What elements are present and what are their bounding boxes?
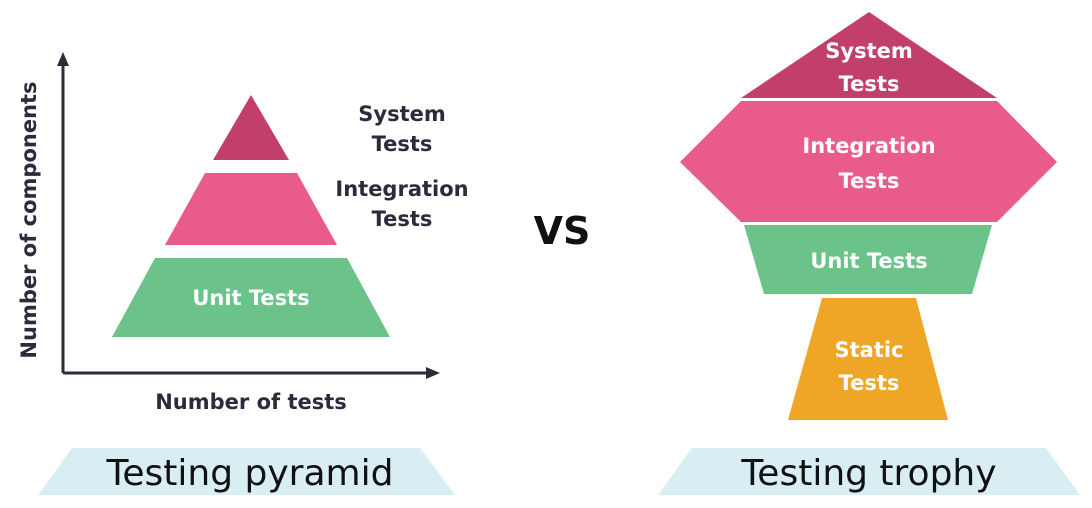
- pyramid-system-layer: [213, 95, 289, 160]
- trophy-static-label-1: Static: [834, 338, 903, 362]
- vs-label: VS: [534, 209, 591, 253]
- trophy-banner: [658, 448, 1080, 495]
- trophy-static-layer: [788, 298, 948, 420]
- trophy-integration-label-2: Tests: [839, 169, 900, 193]
- trophy-system-layer: [741, 12, 997, 98]
- pyramid-axes: [57, 52, 440, 379]
- trophy-system-label-1: System: [825, 39, 912, 63]
- trophy-static-label-2: Tests: [839, 371, 900, 395]
- trophy-integration-layer: [680, 101, 1057, 222]
- pyramid-unit-layer: [112, 258, 390, 337]
- pyramid-banner: [38, 448, 455, 495]
- y-axis-label: Number of components: [17, 81, 41, 358]
- pyramid-title: Testing pyramid: [106, 453, 394, 494]
- x-axis-label: Number of tests: [155, 390, 347, 414]
- pyramid-system-label-1: System: [358, 102, 445, 126]
- trophy-system-label-2: Tests: [839, 72, 900, 96]
- pyramid-integration-label-2: Tests: [372, 207, 433, 231]
- pyramid-integration-layer: [165, 173, 337, 245]
- trophy-integration-label-1: Integration: [802, 134, 935, 158]
- trophy-unit-layer: [744, 225, 992, 294]
- pyramid-system-label-2: Tests: [372, 132, 433, 156]
- trophy-title: Testing trophy: [740, 453, 996, 494]
- trophy-unit-label: Unit Tests: [810, 249, 927, 273]
- pyramid-integration-label-1: Integration: [335, 177, 468, 201]
- pyramid-unit-label: Unit Tests: [192, 286, 309, 310]
